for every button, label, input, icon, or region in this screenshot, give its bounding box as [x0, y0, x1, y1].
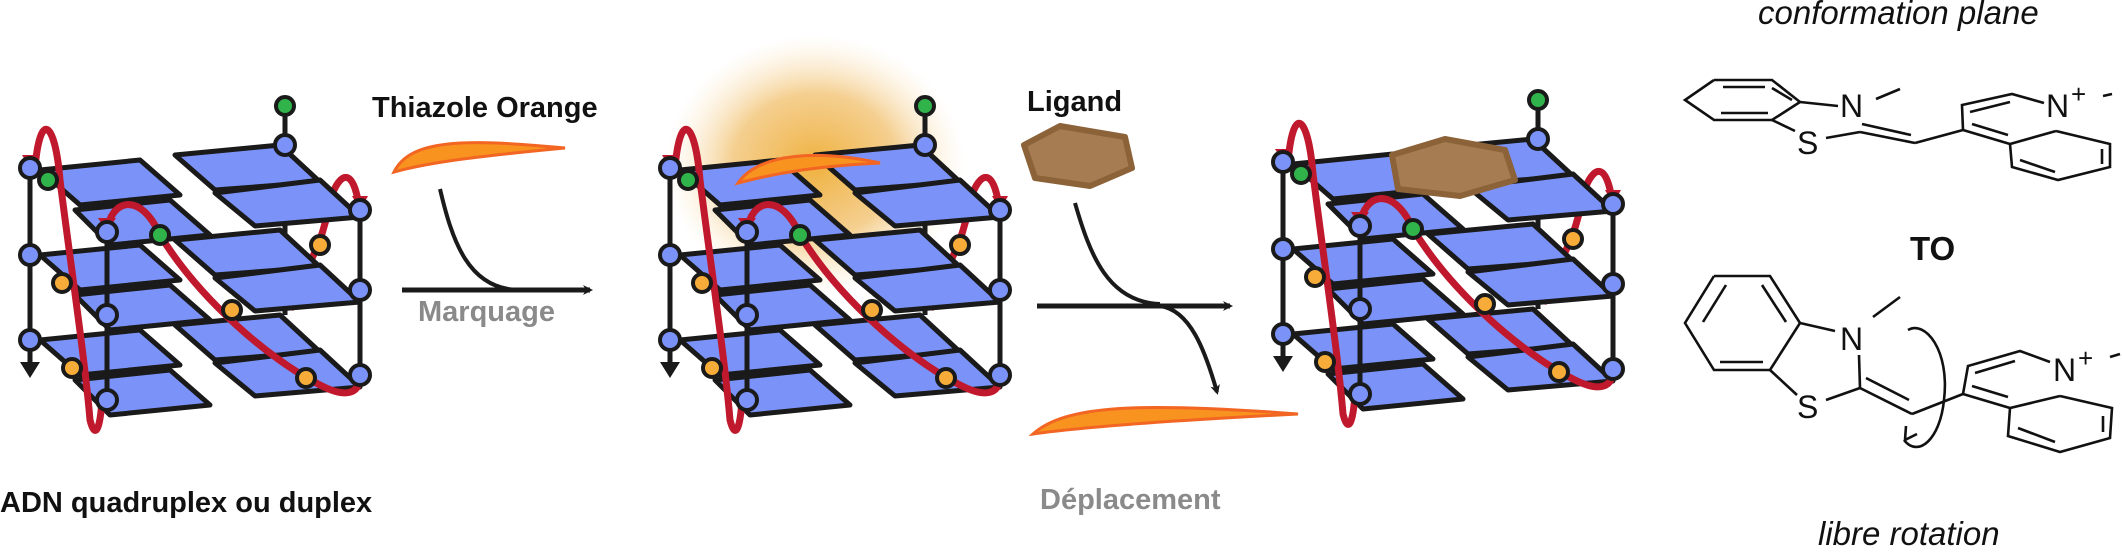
- node-orange: [701, 357, 723, 379]
- node-blue: [273, 133, 297, 157]
- node-green: [1402, 218, 1424, 240]
- node-blue: [1348, 297, 1372, 321]
- node-blue: [658, 328, 682, 352]
- quadruplex-free: [18, 95, 372, 434]
- node-green: [149, 224, 171, 246]
- node-blue: [658, 156, 682, 180]
- node-orange: [1562, 228, 1584, 250]
- atom-s-1: S: [1797, 125, 1818, 161]
- strand-loop-left: [1284, 120, 1359, 428]
- ligand-hexagon-bound: [1389, 136, 1518, 199]
- quadruplex-with-ligand: [1271, 89, 1625, 428]
- marquage-arrow: [402, 188, 593, 295]
- strand-diagonal: [743, 201, 1004, 397]
- node-orange: [1304, 266, 1326, 288]
- node-green: [1527, 89, 1549, 111]
- node-blue: [913, 133, 937, 157]
- ligand-hexagon-free: [1021, 123, 1135, 189]
- conformation-plane-label: conformation plane: [1758, 0, 2039, 31]
- dna-label: ADN quadruplex ou duplex: [0, 487, 373, 519]
- node-blue: [988, 198, 1012, 222]
- node-blue: [1601, 192, 1625, 216]
- node-blue: [95, 388, 119, 412]
- node-orange: [309, 234, 331, 256]
- tetrad-plate: [677, 327, 823, 378]
- node-blue: [658, 243, 682, 267]
- node-green: [1290, 163, 1312, 185]
- strand-direction-arrow: [1273, 356, 1293, 372]
- node-orange: [295, 367, 317, 389]
- node-blue: [1271, 322, 1295, 346]
- atom-s-2: S: [1797, 389, 1818, 425]
- node-blue: [1601, 357, 1625, 381]
- node-blue: [95, 303, 119, 327]
- node-orange: [949, 234, 971, 256]
- node-blue: [988, 363, 1012, 387]
- atom-nplus-1: N: [2046, 88, 2069, 124]
- node-blue: [735, 303, 759, 327]
- node-blue: [1601, 272, 1625, 296]
- node-blue: [1271, 237, 1295, 261]
- node-blue: [18, 156, 42, 180]
- node-blue: [1526, 127, 1550, 151]
- node-blue: [18, 328, 42, 352]
- node-blue: [95, 220, 119, 244]
- node-blue: [348, 363, 372, 387]
- node-blue: [1271, 150, 1295, 174]
- tetrad-plate: [37, 327, 183, 378]
- node-orange: [1474, 293, 1496, 315]
- quadruplex-with-dye: [658, 95, 1012, 434]
- strand-diagonal: [1356, 195, 1617, 391]
- node-green: [789, 224, 811, 246]
- node-orange: [1548, 361, 1570, 383]
- node-blue: [1348, 382, 1372, 406]
- thiazole-orange-rotating-structure: [1683, 274, 2121, 454]
- node-blue: [735, 388, 759, 412]
- strand-direction-arrow: [660, 362, 680, 378]
- node-green: [274, 95, 296, 117]
- node-orange: [51, 272, 73, 294]
- strand-loop-left: [31, 126, 106, 434]
- tetrad-plate: [712, 367, 853, 418]
- tetrad-plate: [37, 157, 183, 208]
- strand-loop-left: [671, 126, 746, 434]
- node-blue: [735, 220, 759, 244]
- node-orange: [691, 272, 713, 294]
- libre-rotation-label: libre rotation: [1818, 515, 2000, 552]
- node-green: [677, 169, 699, 191]
- node-blue: [348, 278, 372, 302]
- node-orange: [221, 299, 243, 321]
- to-label: TO: [1910, 230, 1956, 267]
- node-blue: [988, 278, 1012, 302]
- node-orange: [861, 299, 883, 321]
- strand-direction-arrow: [20, 362, 40, 378]
- tetrad-plate: [72, 367, 213, 418]
- deplacement-label: Déplacement: [1040, 484, 1221, 516]
- node-orange: [61, 357, 83, 379]
- node-green: [914, 95, 936, 117]
- node-green: [37, 169, 59, 191]
- node-blue: [18, 243, 42, 267]
- thiazole-orange-planar-structure: [1682, 78, 2113, 182]
- thiazole-orange-dye-bound: [734, 153, 881, 186]
- tetrad-plate: [1290, 321, 1436, 372]
- atom-n-2: N: [1840, 321, 1863, 357]
- charge-plus-1: +: [2071, 79, 2086, 109]
- thiazole-orange-dye-released: [1028, 405, 1299, 437]
- strand-diagonal: [103, 201, 364, 397]
- atom-n-1: N: [1840, 88, 1863, 124]
- tetrad-plate: [1325, 361, 1466, 412]
- thiazole-orange-label: Thiazole Orange: [372, 92, 598, 124]
- thiazole-orange-dye-free: [391, 141, 566, 175]
- ligand-label: Ligand: [1027, 86, 1123, 118]
- charge-plus-2: +: [2078, 343, 2093, 373]
- node-blue: [1348, 214, 1372, 238]
- node-orange: [935, 367, 957, 389]
- node-orange: [1314, 351, 1336, 373]
- node-blue: [348, 198, 372, 222]
- atom-nplus-2: N: [2053, 352, 2076, 388]
- deplacement-arrow: [1037, 202, 1233, 395]
- marquage-label: Marquage: [418, 296, 555, 328]
